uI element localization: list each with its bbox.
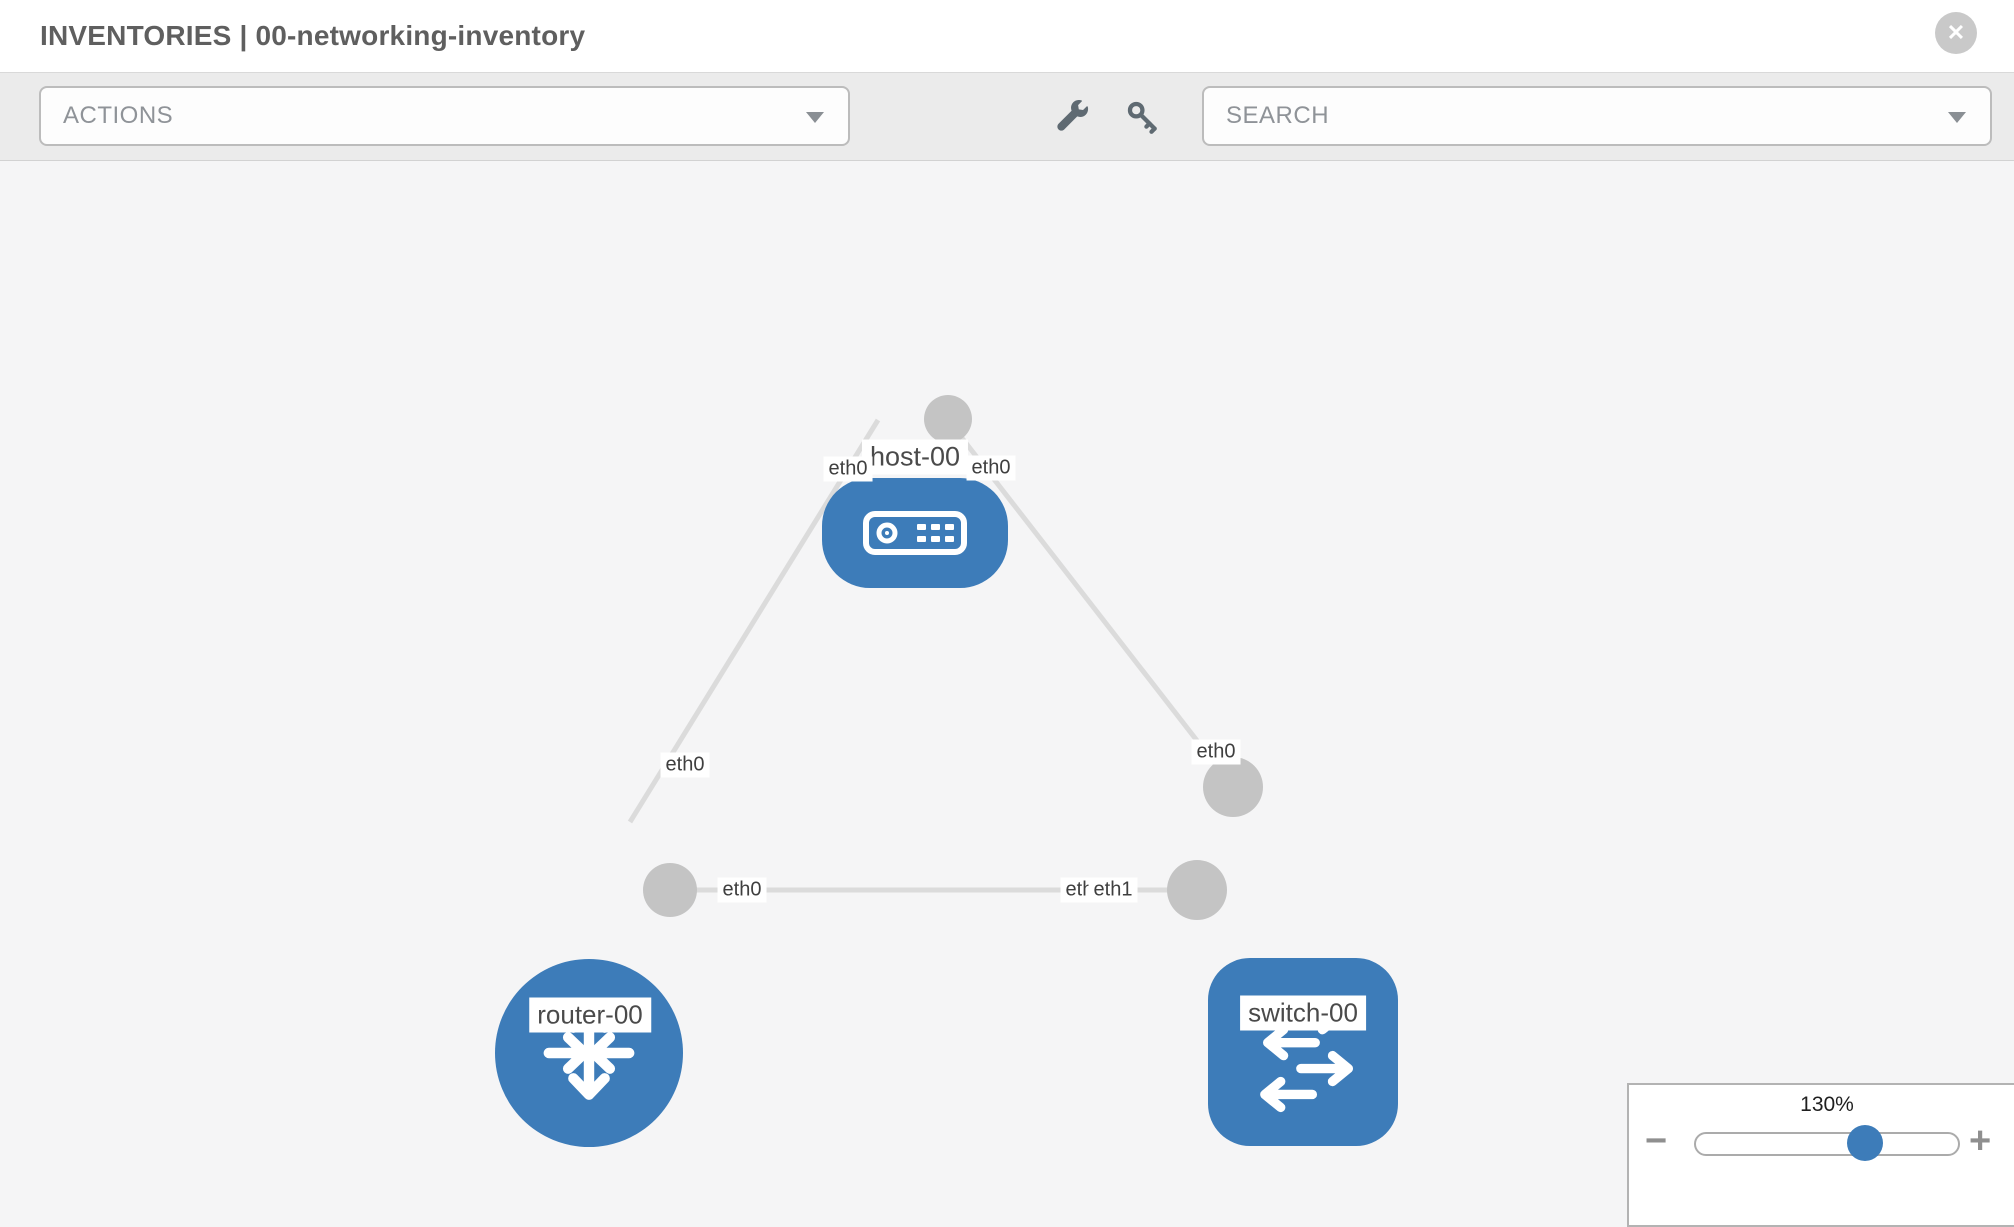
zoom-level-value: 130% [1800, 1093, 1854, 1116]
search-dropdown[interactable]: SEARCH [1202, 86, 1992, 146]
node-host-00[interactable] [822, 478, 1008, 588]
node-router-00[interactable] [495, 959, 683, 1147]
chevron-down-icon [806, 112, 824, 123]
link-host-switch [946, 418, 1235, 789]
endpoint-host-bottom [924, 395, 972, 443]
interface-label-near-switch-top: eth0 [1191, 739, 1241, 765]
header-bar: INVENTORIES | 00-networking-inventory ✕ [0, 0, 2014, 73]
endpoint-switch-top [1203, 757, 1263, 817]
node-label-router-00: router-00 [529, 997, 651, 1033]
interface-label-near-router: eth0 [660, 752, 710, 778]
zoom-slider-handle[interactable] [1847, 1125, 1883, 1161]
endpoint-router-right [643, 863, 697, 917]
topology-edges [627, 395, 1263, 920]
chevron-down-icon [1948, 112, 1966, 123]
zoom-out-button[interactable]: − [1645, 1120, 1668, 1162]
zoom-control-panel: 130% − + [1627, 1083, 2014, 1227]
interface-label-host-left: eth0 [823, 456, 873, 482]
interface-label-link3-router: eth0 [717, 877, 767, 903]
page-title: INVENTORIES | 00-networking-inventory [40, 20, 586, 51]
topology-canvas[interactable]: host-00 router-00 switch-00 eth0 eth0 et… [0, 161, 2014, 1200]
node-label-host-00: host-00 [861, 439, 969, 475]
close-icon: ✕ [1946, 20, 1966, 45]
wrench-icon[interactable] [1056, 99, 1090, 134]
close-button[interactable]: ✕ [1935, 12, 1977, 54]
actions-dropdown-label: ACTIONS [63, 102, 174, 129]
host-icon [863, 511, 967, 555]
actions-dropdown[interactable]: ACTIONS [39, 86, 850, 146]
node-switch-00[interactable] [1208, 958, 1398, 1146]
zoom-in-button[interactable]: + [1969, 1120, 1992, 1162]
interface-label-host-right: eth0 [966, 455, 1016, 481]
search-dropdown-label: SEARCH [1226, 102, 1330, 129]
key-icon[interactable] [1126, 100, 1160, 134]
interface-label-link3-switch: eth1 [1088, 877, 1138, 903]
endpoint-switch-left [1167, 860, 1227, 920]
zoom-slider-track[interactable] [1694, 1132, 1960, 1156]
node-label-switch-00: switch-00 [1240, 995, 1366, 1031]
toolbar: ACTIONS SEARCH [0, 73, 2014, 161]
